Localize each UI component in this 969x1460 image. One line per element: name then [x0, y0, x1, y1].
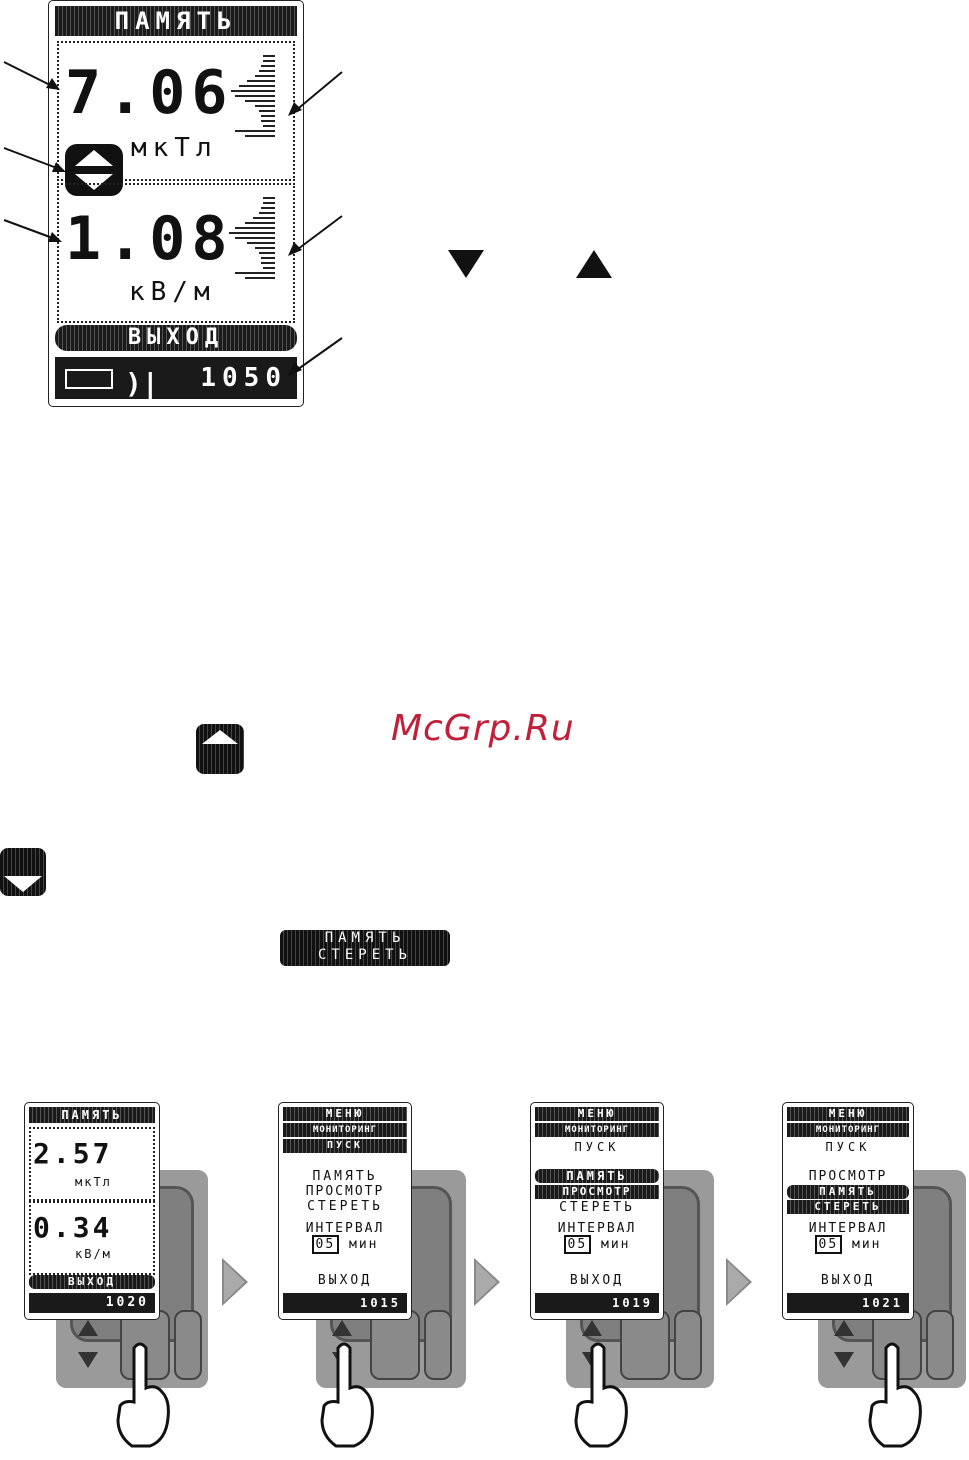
electric-value: 1.08	[65, 204, 234, 274]
magnetic-unit: мкТл	[131, 133, 218, 163]
step2-status: 1015	[283, 1293, 407, 1313]
lcd-exit-text: ВЫХОД	[127, 325, 225, 350]
step3-interval-row: 05 мин	[531, 1235, 663, 1254]
step1-value1: 2.57	[33, 1137, 113, 1170]
memory-erase-line1: ПАМЯТЬ	[324, 930, 406, 946]
step4-interval-value[interactable]: 05	[814, 1235, 843, 1254]
step1-exit: ВЫХОД	[29, 1275, 155, 1289]
step4-item3: СТЕРЕТЬ	[787, 1200, 909, 1214]
lcd-header-bar: ПАМЯТЬ	[55, 6, 297, 36]
step3-mode: МОНИТОРИНГ	[535, 1123, 659, 1137]
scroll-up-down-icon	[65, 144, 123, 196]
step3-interval-label: ИНТЕРВАЛ	[557, 1221, 637, 1236]
finger-icon-step3	[574, 1342, 628, 1448]
step1-unit1: мкТл	[75, 1175, 112, 1189]
step3-interval-value[interactable]: 05	[563, 1235, 592, 1254]
step4-interval-label: ИНТЕРВАЛ	[808, 1221, 888, 1236]
step4-interval-unit: мин	[852, 1237, 882, 1252]
battery-icon	[65, 369, 113, 389]
next-step-arrow-2	[474, 1258, 500, 1306]
up-key-icon	[196, 724, 244, 774]
step2-interval-unit: мин	[349, 1237, 379, 1252]
magnetic-value: 7.06	[65, 58, 234, 128]
step2-header: МЕНЮ	[283, 1107, 407, 1121]
step2-mode: МОНИТОРИНГ	[283, 1123, 407, 1137]
memory-erase-label: ПАМЯТЬ СТЕРЕТЬ	[280, 930, 450, 966]
step2-interval-value[interactable]: 05	[311, 1235, 340, 1254]
step4-status: 1021	[787, 1293, 909, 1313]
step3-item2: ПРОСМОТР	[535, 1185, 659, 1199]
next-step-arrow-3	[726, 1258, 752, 1306]
step3-exit: ВЫХОД	[569, 1273, 625, 1288]
lcd-header-text: ПАМЯТЬ	[114, 7, 238, 35]
step2-interval-row: 05 мин	[279, 1235, 411, 1254]
step2-item3: СТЕРЕТЬ	[307, 1199, 383, 1214]
electric-unit: кВ/м	[129, 277, 216, 307]
step4-exit: ВЫХОД	[820, 1273, 876, 1288]
step4-item1: ПРОСМОТР	[808, 1169, 888, 1184]
step4-mode: МОНИТОРИНГ	[787, 1123, 909, 1137]
memory-erase-line2: СТЕРЕТЬ	[317, 947, 412, 963]
speaker-icon: )|	[125, 367, 159, 399]
step4-counter: 1021	[862, 1296, 903, 1310]
step4-interval-row: 05 мин	[783, 1235, 913, 1254]
step1-value2: 0.34	[33, 1211, 113, 1244]
electric-bar-scale	[229, 197, 275, 282]
step4-header: МЕНЮ	[787, 1107, 909, 1121]
ok-button-step3[interactable]	[620, 1310, 670, 1380]
step3-header: МЕНЮ	[535, 1107, 659, 1121]
step4-start: ПУСК	[825, 1140, 871, 1154]
step2-exit: ВЫХОД	[317, 1273, 373, 1288]
step2-item2: ПРОСМОТР	[305, 1184, 385, 1199]
up-triangle-icon	[576, 250, 612, 278]
lcd-counter: 1050	[200, 363, 287, 393]
step2-start: ПУСК	[283, 1139, 407, 1153]
down-key-icon	[0, 848, 46, 896]
lcd-step4: МЕНЮ МОНИТОРИНГ ПУСК ПРОСМОТР ПАМЯТЬ СТЕ…	[782, 1102, 914, 1320]
lcd-step3: МЕНЮ МОНИТОРИНГ ПУСК ПАМЯТЬ ПРОСМОТР СТЕ…	[530, 1102, 664, 1320]
finger-icon-step1	[116, 1342, 170, 1448]
finger-icon-step2	[320, 1342, 374, 1448]
step3-interval-unit: мин	[601, 1237, 631, 1252]
step3-item1[interactable]: ПАМЯТЬ	[535, 1169, 659, 1183]
lcd-step2: МЕНЮ МОНИТОРИНГ ПУСК ПАМЯТЬ ПРОСМОТР СТЕ…	[278, 1102, 412, 1320]
step3-status: 1019	[535, 1293, 659, 1313]
lcd-exit-bar: ВЫХОД	[55, 325, 297, 351]
step1-status: 1020	[29, 1293, 155, 1313]
callout-arrows	[3, 61, 343, 376]
step1-header: ПАМЯТЬ	[29, 1107, 155, 1123]
watermark: McGrp.Ru	[391, 708, 575, 749]
down-triangle-icon	[448, 250, 484, 278]
step4-item2[interactable]: ПАМЯТЬ	[787, 1185, 909, 1199]
step1-counter: 1020	[105, 1295, 149, 1310]
step2-item1: ПАМЯТЬ	[312, 1169, 378, 1184]
next-step-arrow-1	[222, 1258, 248, 1306]
step2-counter: 1015	[360, 1296, 401, 1310]
lcd-step1: ПАМЯТЬ 2.57 мкТл 0.34 кВ/м ВЫХОД 1020	[24, 1102, 160, 1320]
magnetic-bar-scale	[229, 55, 275, 140]
step1-unit2: кВ/м	[75, 1247, 112, 1261]
lcd-status-bar: )| 1050	[55, 357, 297, 399]
step3-start: ПУСК	[574, 1140, 620, 1154]
main-lcd-display: ПАМЯТЬ 7.06 мкТл 1.08 кВ/м ВЫХОД )| 1050	[48, 0, 304, 407]
finger-icon-step4	[868, 1342, 922, 1448]
step3-counter: 1019	[612, 1296, 653, 1310]
step2-interval-label: ИНТЕРВАЛ	[305, 1221, 385, 1236]
step3-item3: СТЕРЕТЬ	[559, 1200, 635, 1215]
